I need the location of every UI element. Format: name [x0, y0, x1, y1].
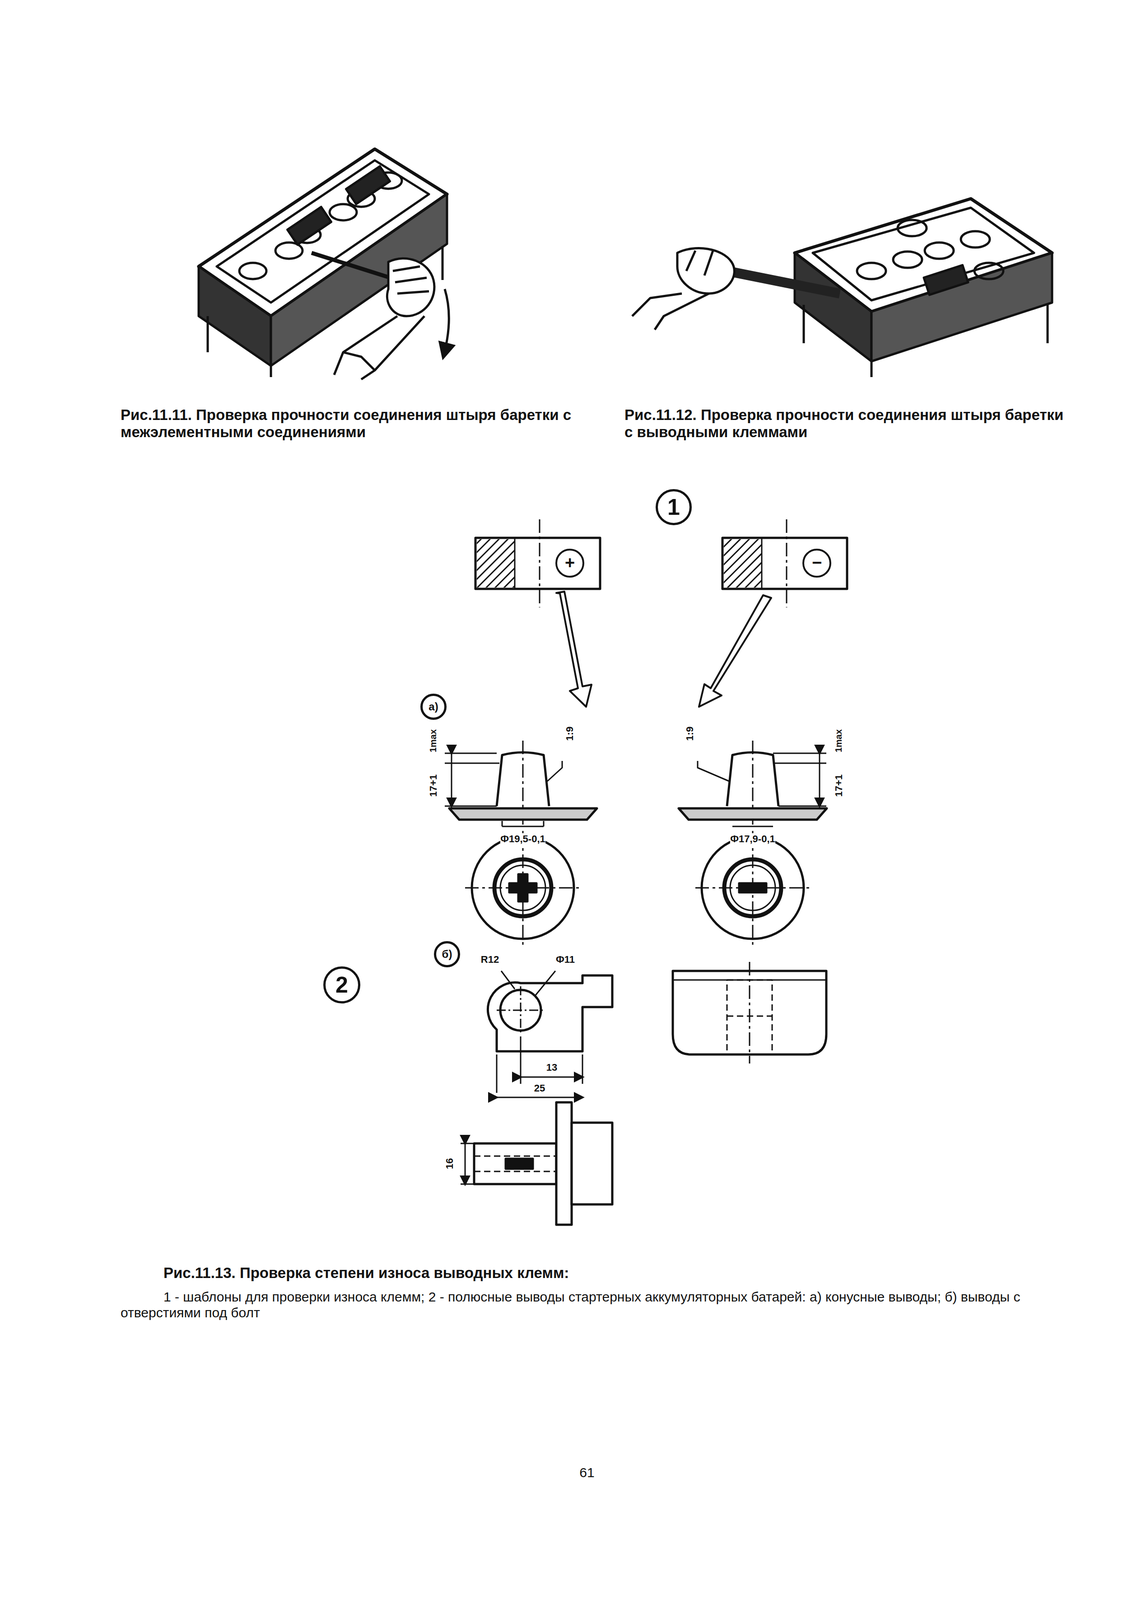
- dimension: 1max: [833, 728, 845, 752]
- dimension: 16: [443, 1158, 455, 1170]
- bolt-terminal: [460, 1102, 615, 1225]
- figure-caption: Рис.11.11. Проверка прочности соединения…: [120, 406, 591, 441]
- dimension: 13: [546, 1061, 558, 1073]
- callout-circle: а): [420, 693, 447, 720]
- polarity-sign: −: [811, 553, 822, 573]
- callout-circle: 1: [655, 489, 692, 526]
- dimension: Ф17,9-0,1: [730, 833, 776, 845]
- callout-number: 2: [335, 973, 349, 997]
- wear-template: [475, 519, 601, 608]
- terminal-top-view: [695, 830, 811, 945]
- dimension: 1max: [428, 728, 439, 752]
- callout-circle: 2: [323, 966, 361, 1004]
- callout-number: а): [428, 701, 438, 713]
- callout-circle: б): [433, 941, 461, 968]
- dimension: 25: [534, 1082, 546, 1094]
- cone-terminal: [678, 740, 827, 827]
- callout-number: б): [442, 948, 453, 960]
- taper-mark: 1:9: [684, 726, 696, 741]
- wear-template: [722, 519, 848, 608]
- dimension: Ф11: [555, 953, 575, 965]
- callout-number: 1: [667, 495, 681, 519]
- figure-caption: Рис.11.13. Проверка степени износа вывод…: [163, 1264, 569, 1282]
- page-number: 61: [579, 1464, 595, 1481]
- battery-figure: [198, 149, 449, 380]
- taper-mark: 1:9: [563, 726, 576, 741]
- bolt-terminal: [487, 970, 613, 1098]
- bolt-terminal: [672, 961, 827, 1064]
- dimension: Ф19,5-0,1: [500, 833, 546, 845]
- battery-figure: [632, 198, 1053, 378]
- dimension: 17+1: [427, 774, 439, 797]
- polarity-sign: +: [564, 553, 575, 573]
- terminal-top-view: [465, 830, 581, 945]
- hollow-arrow: [556, 591, 772, 707]
- figure-caption: Рис.11.12. Проверка прочности соединения…: [624, 406, 1072, 441]
- cone-terminal: [444, 740, 597, 827]
- dimension: 17+1: [833, 774, 845, 797]
- dimension: R12: [480, 953, 499, 965]
- figure-legend: 1 - шаблоны для проверки износа клемм; 2…: [120, 1289, 1047, 1321]
